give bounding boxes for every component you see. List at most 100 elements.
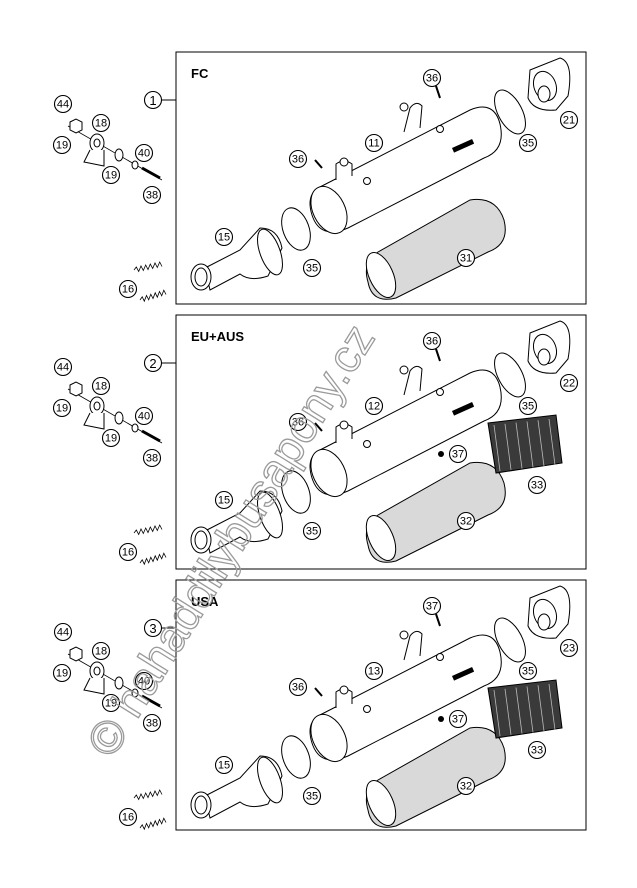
- screw-top-part: [435, 348, 441, 362]
- spring-part: [133, 261, 163, 273]
- screw-mid-part: [438, 451, 444, 457]
- silencer-callout-text: 13: [368, 666, 380, 678]
- silencer: 13: [309, 630, 502, 763]
- gasket-right-callout-text: 35: [522, 138, 534, 150]
- mount-callout-circle: [52, 663, 72, 683]
- mount-callout-text: 40: [138, 411, 150, 423]
- mesh-insert-line: [548, 418, 556, 466]
- panel-index: 1: [143, 90, 163, 110]
- rear-bracket: [403, 102, 423, 133]
- gasket-right-part: [494, 352, 526, 398]
- gasket-right-callout-circle: [518, 133, 538, 153]
- mesh-callout: 33: [527, 740, 547, 760]
- mesh-insert-line: [526, 686, 534, 733]
- spring-callout-circle: [118, 542, 138, 562]
- mount-callout: 40: [134, 143, 154, 163]
- panels-layer: 1FC4418194019381611363621351535312EU+AUS…: [52, 51, 587, 831]
- spring-callout-text: 16: [122, 284, 134, 296]
- bolt-part: [141, 429, 161, 443]
- end-cap-callout: 21: [559, 110, 579, 130]
- panel-index-circle: [143, 618, 163, 638]
- mount-callout-text: 19: [105, 170, 117, 182]
- mount-callout: 18: [91, 113, 111, 133]
- screw-mid-callout: 37: [448, 709, 468, 729]
- gasket-right-part: [494, 89, 526, 135]
- end-cap-callout: 22: [559, 373, 579, 393]
- gasket-right-callout: 35: [518, 661, 538, 681]
- mount-callout-text: 40: [138, 148, 150, 160]
- panel-frame: [175, 51, 587, 305]
- mesh-callout-circle: [527, 475, 547, 495]
- rubber-mount-hole: [93, 666, 101, 676]
- mount-callout-text: 19: [56, 403, 68, 415]
- packing-insert: 32: [365, 726, 506, 828]
- inlet-pipe-bore: [194, 267, 208, 287]
- screw-mid-callout-text: 37: [452, 449, 464, 461]
- insert-callout-circle: [456, 511, 476, 531]
- silencer-logo-plate: [452, 402, 475, 416]
- silencer-callout: 12: [364, 396, 384, 416]
- insert-callout-text: 32: [460, 516, 472, 528]
- gasket-right-callout-text: 35: [522, 401, 534, 413]
- gasket-right-callout-circle: [518, 661, 538, 681]
- screw-left-callout-circle: [288, 149, 308, 169]
- mesh-insert-line: [515, 687, 523, 734]
- screw-left-callout-text: 36: [292, 154, 304, 166]
- mesh-insert-line: [537, 685, 545, 732]
- gasket-left-callout-text: 35: [306, 526, 318, 538]
- end-cap: 21: [527, 57, 579, 130]
- mesh-insert-line: [537, 420, 545, 467]
- nut-part: [69, 118, 83, 134]
- packing-insert-end: [365, 780, 397, 826]
- springs: 16: [118, 789, 167, 831]
- silencer-body: [309, 106, 502, 233]
- silencer-callout-circle: [364, 396, 384, 416]
- mount-callout-text: 19: [56, 668, 68, 680]
- packing-insert: 31: [365, 198, 506, 300]
- insert-callout: 32: [456, 776, 476, 796]
- end-cap: 22: [527, 320, 579, 393]
- mount-callout-text: 38: [146, 718, 158, 730]
- mesh-insert-line: [504, 423, 512, 470]
- end-cap-callout-circle: [559, 638, 579, 658]
- end-cap-callout-circle: [559, 110, 579, 130]
- mesh-insert-line: [526, 421, 534, 468]
- panel-index: 2: [143, 353, 163, 373]
- gasket-left-callout-text: 35: [306, 263, 318, 275]
- panel-index-text: 2: [149, 356, 156, 371]
- inlet-callout: 15: [214, 490, 234, 510]
- screw-left-callout-circle: [288, 677, 308, 697]
- mount-callout-circle: [134, 143, 154, 163]
- mount-callout: 38: [142, 713, 162, 733]
- screw-top-callout-text: 36: [426, 73, 438, 85]
- washer-part: [114, 411, 124, 425]
- panel-title: USA: [191, 594, 219, 609]
- mount-callout: 40: [134, 406, 154, 426]
- inlet-cone-flange: [257, 491, 283, 539]
- mount-callout: 38: [142, 185, 162, 205]
- silencer-callout-circle: [364, 133, 384, 153]
- washer-part: [114, 676, 124, 690]
- end-cap-callout-text: 21: [563, 115, 575, 127]
- mount-callout-text: 19: [56, 140, 68, 152]
- gasket-right-callout-circle: [518, 396, 538, 416]
- spring-part: [133, 789, 163, 801]
- silencer-body: [309, 369, 502, 496]
- front-bracket-washer: [363, 440, 371, 448]
- gasket-left-part: [281, 735, 311, 779]
- mount-callout-text: 40: [138, 676, 150, 688]
- mount-callout-circle: [52, 398, 72, 418]
- springs: 16: [118, 524, 167, 566]
- end-cap-callout-text: 22: [563, 378, 575, 390]
- screw-left-part: [314, 422, 323, 432]
- gasket-left-callout-circle: [302, 521, 322, 541]
- gasket-left-callout: 35: [302, 521, 322, 541]
- mount-callout-text: 44: [57, 627, 69, 639]
- inlet-callout: 15: [214, 755, 234, 775]
- mesh-insert-line: [548, 683, 556, 731]
- washer-small-part: [131, 160, 139, 170]
- mount-callout-text: 44: [57, 362, 69, 374]
- packing-insert-end: [365, 515, 397, 561]
- inlet-callout-text: 15: [218, 760, 230, 772]
